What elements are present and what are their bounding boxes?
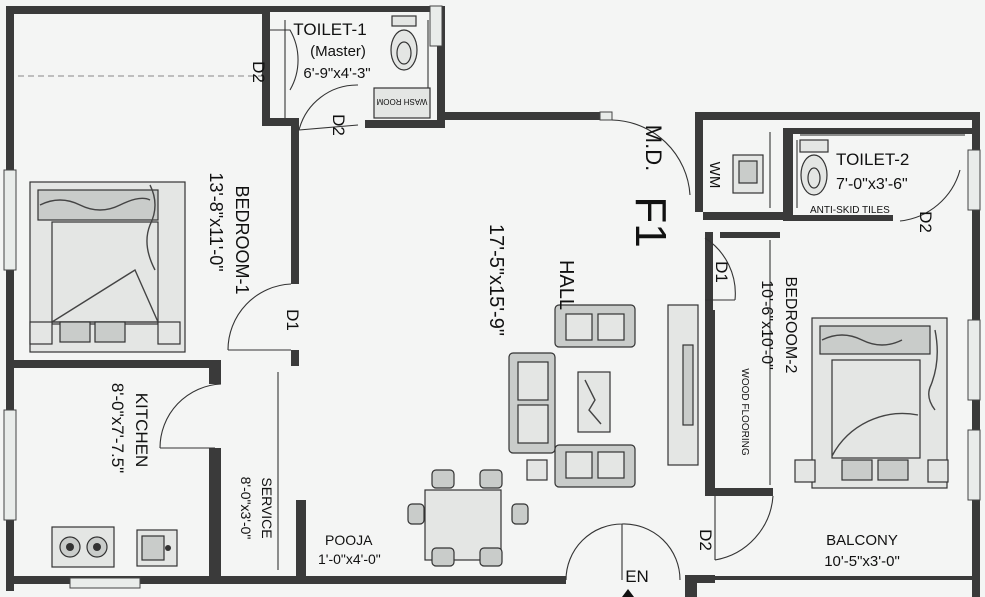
door-d1-bedroom1: D1 [283,309,302,331]
door-d2-toilet1-left: D2 [249,61,268,83]
hall-dims: 17'-5"x15'-9" [485,224,507,336]
bedroom1-name: BEDROOM-1 [232,185,252,294]
toilet1-name: TOILET-1 [293,20,366,39]
wm-label: WM [706,162,723,189]
service-name: SERVICE [259,477,275,538]
tv-icon [667,304,699,466]
sofa-icon [508,304,636,488]
bedroom2-name: BEDROOM-2 [782,277,799,374]
entrance-label: EN [625,567,649,586]
door-d2-toilet2: D2 [916,211,935,233]
bedroom2-note: WOOD FLOORING [739,368,750,455]
balcony-name: BALCONY [826,532,898,549]
dimension-lines [277,20,965,570]
balcony-dims: 10'-5"x3'-0" [824,553,900,570]
pooja-dims: 1'-0"x4'-0" [318,551,381,567]
sink-icon [136,529,178,567]
main-door-label: M.D. [641,125,666,171]
windows [3,5,981,589]
door-d2-balcony: D2 [696,529,715,551]
stove-icon [51,526,115,568]
svg-text:WASH ROOM: WASH ROOM [376,97,427,106]
kitchen-dims: 8'-0"x7'-7.5" [108,383,127,473]
hall-name: HALL [555,260,577,310]
dining-set-icon [407,469,529,567]
door-swings [159,29,961,581]
kitchen-name: KITCHEN [132,393,151,468]
door-d2-toilet1-bottom: D2 [329,114,348,136]
pooja-name: POOJA [325,532,373,548]
toilet2-dims: 7'-0"x3'-6" [836,176,908,193]
wc-2-icon [799,139,829,196]
bedroom2-dims: 10'-6"x10'-0" [758,280,775,370]
washroom-fixture-icon: WASH ROOM [373,87,431,119]
toilet2-name: TOILET-2 [836,150,909,169]
toilet1-sub: (Master) [310,43,366,60]
service-dims: 8'-0"x3'-0" [238,477,254,540]
bed-2-icon [794,317,949,489]
bedroom1-dims: 13'-8"x11'-0" [206,172,226,271]
room-labels: TOILET-1 (Master) 6'-9"x4'-3" BEDROOM-1 … [108,20,909,586]
washing-machine-icon [732,154,764,194]
wc-icon [390,15,418,71]
door-labels: D2 D2 D1 D1 D2 D2 [249,61,935,551]
plan-id: F1 [626,196,675,247]
toilet1-dims: 6'-9"x4'-3" [303,65,370,82]
toilet2-note: ANTI-SKID TILES [810,205,890,216]
bed-icon [29,181,186,353]
walls [6,6,980,597]
door-d1-bedroom2: D1 [712,261,731,283]
entry-arrow-icon [622,589,634,597]
